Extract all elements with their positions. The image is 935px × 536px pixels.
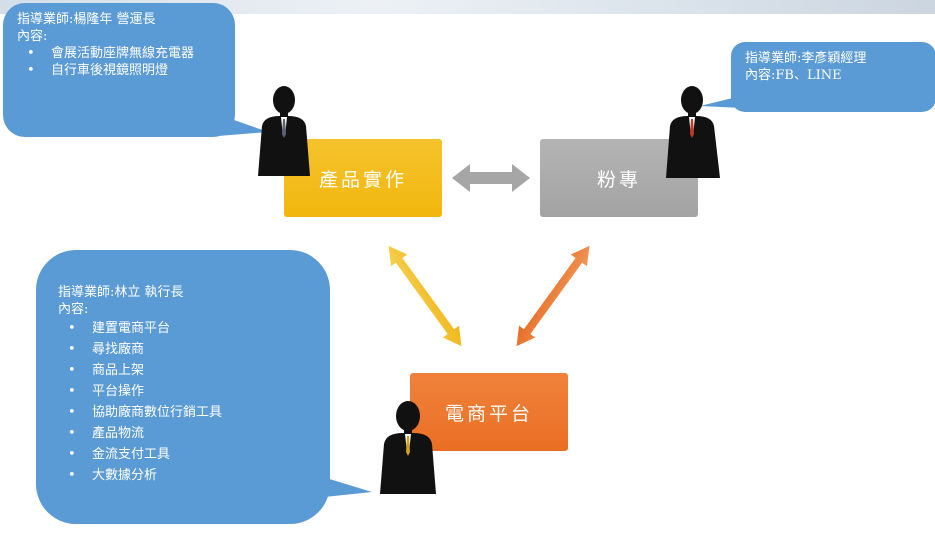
list-item: 自行車後視鏡照明燈: [17, 62, 221, 79]
businessman-icon: [666, 86, 720, 178]
list-item: 建置電商平台: [58, 318, 314, 339]
header-decoration: [0, 0, 935, 14]
list-item: 金流支付工具: [58, 444, 314, 465]
advisor-bubble-li: 指導業師:李彥穎經理 內容:FB、LINE: [731, 42, 935, 112]
box-label: 電商平台: [444, 402, 533, 425]
list-item: 產品物流: [58, 423, 314, 444]
advisor-bubble-yang: 指導業師:楊隆年 營運長 內容: 會展活動座牌無線充電器 自行車後視鏡照明燈: [3, 3, 235, 137]
double-arrow-icon: [452, 164, 530, 192]
advisor-bubble-lin: 指導業師:林立 執行長 內容: 建置電商平台 尋找廠商 商品上架 平台操作 協助…: [36, 250, 330, 524]
content-label: 內容:: [58, 302, 89, 317]
product-implementation-box: 產品實作: [284, 139, 442, 217]
list-item: 會展活動座牌無線充電器: [17, 45, 221, 62]
list-item: 商品上架: [58, 360, 314, 381]
businessman-icon: [258, 86, 310, 176]
box-label: 粉專: [596, 168, 641, 191]
content-label: 內容:: [17, 29, 48, 44]
list-item: 協助廠商數位行銷工具: [58, 402, 314, 423]
advisor-heading: 指導業師:林立 執行長: [58, 285, 184, 300]
double-arrow-icon: [516, 245, 590, 347]
box-label: 產品實作: [318, 168, 407, 191]
list-item: 大數據分析: [58, 465, 314, 486]
list-item: 尋找廠商: [58, 339, 314, 360]
content-list: 會展活動座牌無線充電器 自行車後視鏡照明燈: [17, 45, 221, 79]
double-arrow-icon: [388, 245, 462, 347]
list-item: 平台操作: [58, 381, 314, 402]
advisor-heading: 指導業師:楊隆年 營運長: [17, 12, 156, 27]
advisor-heading: 指導業師:李彥穎經理: [745, 51, 867, 66]
businessman-icon: [380, 401, 436, 494]
ecommerce-platform-box: 電商平台: [410, 373, 568, 451]
content-list: 建置電商平台 尋找廠商 商品上架 平台操作 協助廠商數位行銷工具 產品物流 金流…: [58, 318, 314, 486]
content-text: 內容:FB、LINE: [745, 68, 842, 83]
